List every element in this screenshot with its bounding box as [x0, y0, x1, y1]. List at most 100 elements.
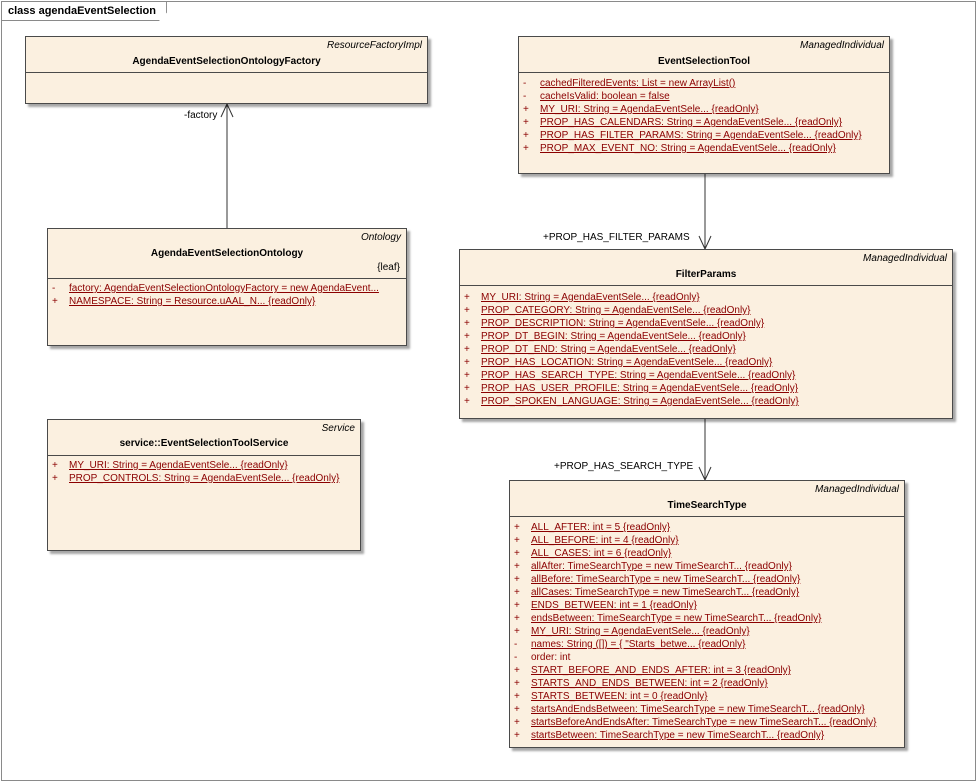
attribute-visibility: +: [464, 357, 470, 368]
attribute-visibility: +: [514, 665, 520, 676]
stereotype: ManagedIndividual: [815, 484, 899, 495]
attribute-text: MY_URI: String = AgendaEventSele... {rea…: [540, 104, 759, 115]
attribute-text: PROP_HAS_LOCATION: String = AgendaEventS…: [481, 357, 773, 368]
attribute-visibility: +: [523, 143, 529, 154]
attribute-visibility: +: [52, 460, 58, 471]
attribute-text: STARTS_BETWEEN: int = 0 {readOnly}: [531, 691, 708, 702]
attribute-row: +MY_URI: String = AgendaEventSele... {re…: [48, 459, 360, 472]
attribute-visibility: +: [464, 318, 470, 329]
attribute-text: order: int: [531, 652, 571, 663]
attribute-text: PROP_SPOKEN_LANGUAGE: String = AgendaEve…: [481, 396, 799, 407]
class-name: EventSelectionTool: [657, 56, 751, 67]
class-name: FilterParams: [675, 269, 737, 280]
class-event-selection-tool[interactable]: ManagedIndividual EventSelectionTool -ca…: [518, 36, 890, 174]
leaf-tag: {leaf}: [377, 262, 400, 273]
attribute-visibility: +: [514, 600, 520, 611]
attribute-list: +MY_URI: String = AgendaEventSele... {re…: [48, 459, 360, 485]
attribute-row: + STARTS_BETWEEN: int = 0 {readOnly}: [510, 690, 904, 703]
attribute-row: - factory: AgendaEventSelectionOntologyFa…: [48, 282, 406, 295]
attribute-row: + MY_URI: String = AgendaEventSele... {re…: [519, 103, 889, 116]
attribute-visibility: +: [514, 717, 520, 728]
attribute-visibility: +: [514, 691, 520, 702]
attribute-visibility: +: [523, 104, 529, 115]
attribute-text: NAMESPACE: String = Resource.uAAL_N... {…: [69, 296, 316, 307]
attribute-row: - order: int: [510, 651, 904, 664]
arrowhead-factory: [220, 102, 234, 118]
attribute-visibility: +: [464, 344, 470, 355]
class-event-selection-tool-service[interactable]: Service service::EventSelectionToolServi…: [47, 419, 361, 551]
attribute-row: + allCases: TimeSearchType = new TimeSear…: [510, 586, 904, 599]
diagram-title: class agendaEventSelection: [2, 2, 167, 21]
attribute-list: +ALL_AFTER: int = 5 {readOnly}+ALL_BEFOR…: [510, 521, 904, 742]
attribute-text: START_BEFORE_AND_ENDS_AFTER: int = 3 {re…: [531, 665, 792, 676]
attribute-row: + startsBeforeAndEndsAfter: TimeSearchTyp…: [510, 716, 904, 729]
attribute-text: PROP_DESCRIPTION: String = AgendaEventSe…: [481, 318, 765, 329]
attribute-row: + startsBetween: TimeSearchType = new Tim…: [510, 729, 904, 742]
stereotype: Service: [321, 423, 355, 434]
attribute-text: cachedFilteredEvents: List = new ArrayLi…: [540, 78, 736, 89]
attribute-text: allCases: TimeSearchType = new TimeSearc…: [531, 587, 800, 598]
attribute-row: +PROP_HAS_FILTER_PARAMS: String = Agenda…: [519, 129, 889, 142]
class-name: AgendaEventSelectionOntologyFactory: [132, 56, 321, 67]
class-filter-params[interactable]: ManagedIndividual FilterParams +MY_URI: …: [459, 249, 953, 419]
attribute-visibility: +: [52, 473, 58, 484]
attribute-text: factory: AgendaEventSelectionOntologyFac…: [69, 283, 379, 294]
attribute-row: + PROP_DT_END: String = AgendaEventSele..…: [460, 343, 952, 356]
attribute-text: names: String ([]) = { "Starts_betwe... …: [531, 639, 746, 650]
attribute-visibility: -: [52, 283, 56, 294]
attribute-text: ALL_AFTER: int = 5 {readOnly}: [531, 522, 671, 533]
attribute-text: ENDS_BETWEEN: int = 1 {readOnly}: [531, 600, 697, 611]
attribute-row: +allAfter: TimeSearchType = new TimeSear…: [510, 560, 904, 573]
attribute-row: + startsAndEndsBetween: TimeSearchType = …: [510, 703, 904, 716]
attribute-visibility: -: [514, 639, 518, 650]
attribute-row: + PROP_HAS_USER_PROFILE: String = AgendaE…: [460, 382, 952, 395]
attribute-row: +ALL_AFTER: int = 5 {readOnly}: [510, 521, 904, 534]
attribute-visibility: +: [464, 383, 470, 394]
attribute-row: + endsBetween: TimeSearchType = new TimeS…: [510, 612, 904, 625]
class-agenda-event-selection-ontology-factory[interactable]: ResourceFactoryImpl AgendaEventSelection…: [25, 36, 428, 104]
role-filter-params: +PROP_HAS_FILTER_PARAMS: [543, 232, 690, 243]
attribute-visibility: +: [514, 730, 520, 741]
attribute-text: startsAndEndsBetween: TimeSearchType = n…: [531, 704, 865, 715]
attribute-row: -cachedFilteredEvents: List = new ArrayL…: [519, 77, 889, 90]
class-agenda-event-selection-ontology[interactable]: Ontology AgendaEventSelectionOntology {l…: [47, 228, 407, 346]
stereotype: Ontology: [360, 232, 401, 243]
attribute-text: cacheIsValid: boolean = false: [540, 91, 670, 102]
attribute-text: endsBetween: TimeSearchType = new TimeSe…: [531, 613, 822, 624]
attribute-visibility: +: [514, 587, 520, 598]
attribute-text: ALL_BEFORE: int = 4 {readOnly}: [531, 535, 679, 546]
attribute-text: startsBetween: TimeSearchType = new Time…: [531, 730, 825, 741]
attribute-visibility: +: [52, 296, 58, 307]
attribute-text: allAfter: TimeSearchType = new TimeSearc…: [531, 561, 792, 572]
attribute-row: +PROP_MAX_EVENT_NO: String = AgendaEvent…: [519, 142, 889, 155]
compartment-divider: [48, 455, 360, 456]
attribute-list: - factory: AgendaEventSelectionOntologyFa…: [48, 282, 406, 308]
attribute-text: PROP_HAS_SEARCH_TYPE: String = AgendaEve…: [481, 370, 796, 381]
compartment-divider: [48, 278, 406, 279]
attribute-row: - cacheIsValid: boolean = false: [519, 90, 889, 103]
attribute-visibility: +: [464, 370, 470, 381]
compartment-divider: [460, 285, 952, 286]
attribute-visibility: -: [523, 91, 527, 102]
attribute-text: MY_URI: String = AgendaEventSele... {rea…: [531, 626, 750, 637]
class-time-search-type[interactable]: ManagedIndividual TimeSearchType +ALL_AF…: [509, 480, 905, 748]
attribute-visibility: +: [464, 396, 470, 407]
attribute-visibility: +: [514, 704, 520, 715]
attribute-visibility: +: [514, 626, 520, 637]
class-name: TimeSearchType: [667, 500, 747, 511]
class-name: service::EventSelectionToolService: [119, 438, 289, 449]
attribute-visibility: -: [514, 652, 518, 663]
attribute-visibility: +: [464, 331, 470, 342]
attribute-visibility: +: [514, 613, 520, 624]
attribute-text: PROP_HAS_USER_PROFILE: String = AgendaEv…: [481, 383, 799, 394]
attribute-text: startsBeforeAndEndsAfter: TimeSearchType…: [531, 717, 877, 728]
attribute-row: +PROP_CONTROLS: String = AgendaEventSele…: [48, 472, 360, 485]
stereotype: ResourceFactoryImpl: [326, 40, 422, 51]
attribute-visibility: +: [514, 548, 520, 559]
attribute-text: allBefore: TimeSearchType = new TimeSear…: [531, 574, 801, 585]
attribute-row: + PROP_HAS_LOCATION: String = AgendaEvent…: [460, 356, 952, 369]
attribute-text: PROP_CATEGORY: String = AgendaEventSele.…: [481, 305, 751, 316]
compartment-divider: [26, 72, 427, 73]
attribute-text: PROP_DT_END: String = AgendaEventSele...…: [481, 344, 736, 355]
attribute-text: PROP_DT_BEGIN: String = AgendaEventSele.…: [481, 331, 746, 342]
